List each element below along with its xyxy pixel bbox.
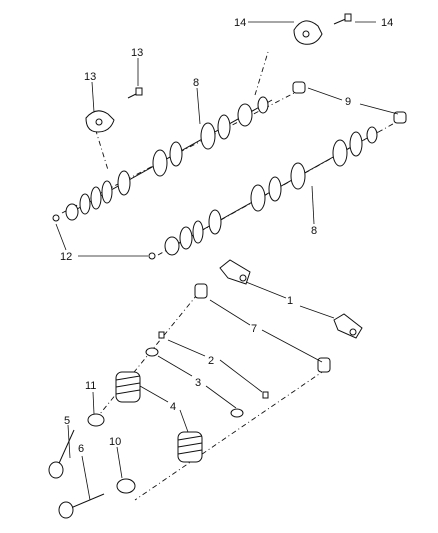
- bolt-left: [127, 87, 143, 99]
- callout-13-top: 14: [234, 17, 246, 29]
- rocker-arm-upper: [219, 259, 251, 285]
- callout-4: 4: [170, 401, 176, 413]
- callout-1: 1: [287, 295, 293, 307]
- callout-10: 10: [109, 436, 121, 448]
- valve-seal-upper: [87, 413, 105, 427]
- valve-retainers: [145, 347, 244, 418]
- bearing-cap-right: [293, 20, 323, 45]
- callout-11: 11: [85, 380, 96, 392]
- callout-5: 5: [64, 415, 70, 427]
- callout-7: 7: [251, 323, 257, 335]
- leader-lines: [55, 21, 399, 501]
- valve-seal-lower: [116, 478, 136, 494]
- valve-keepers: [158, 331, 269, 399]
- bearing-cap-left: [85, 110, 115, 133]
- upper-camshaft: [65, 96, 273, 221]
- callout-12: 12: [60, 251, 72, 263]
- callout-2: 2: [208, 355, 214, 367]
- callout-9: 9: [345, 96, 351, 108]
- plugs: [52, 81, 407, 260]
- callout-6: 6: [78, 443, 84, 455]
- callout-13-left: 13: [84, 71, 96, 83]
- rocker-arm-lower: [333, 313, 363, 339]
- valve-spring-upper: [115, 371, 141, 403]
- lower-camshaft: [164, 126, 379, 256]
- valve-intake: [48, 429, 75, 479]
- callout-14-left: 13: [131, 47, 143, 59]
- bolt-right: [333, 13, 352, 25]
- callout-8-upper: 8: [193, 77, 199, 89]
- valve-exhaust: [58, 493, 105, 519]
- callout-3: 3: [195, 377, 201, 389]
- callout-14-top: 14: [381, 17, 393, 29]
- valve-spring-lower: [177, 431, 203, 463]
- callout-labels: 14 14 13 13 8 9 8 12 1 7 2 3 4 11 5 10 6: [60, 17, 393, 455]
- lash-adjuster-upper: [194, 283, 208, 299]
- lash-adjuster-lower: [317, 357, 331, 373]
- callout-8-lower: 8: [311, 225, 317, 237]
